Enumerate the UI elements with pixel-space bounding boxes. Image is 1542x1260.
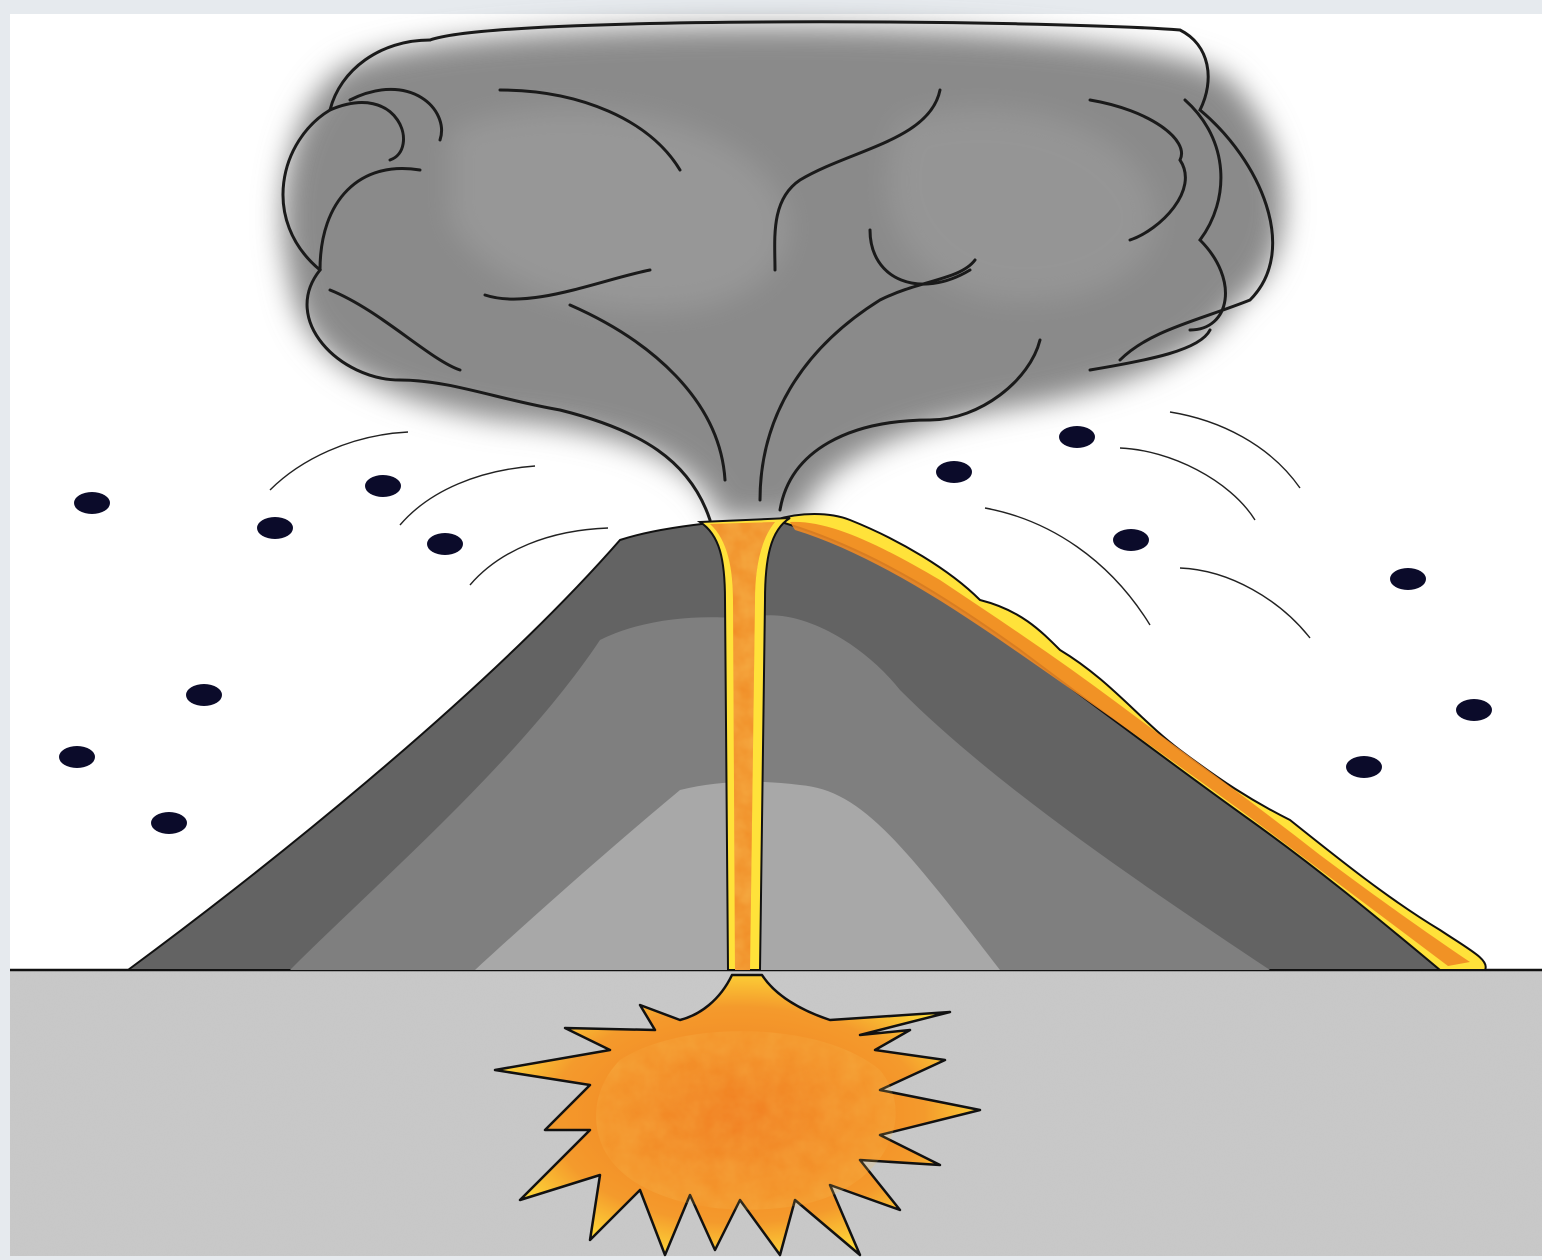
volcanic-bomb-icon bbox=[151, 812, 187, 834]
volcanic-bomb-icon bbox=[1059, 426, 1095, 448]
volcanic-bomb-icon bbox=[1456, 699, 1492, 721]
volcanic-bomb-icon bbox=[74, 492, 110, 514]
volcanic-bomb-icon bbox=[936, 461, 972, 483]
volcanic-bomb-icon bbox=[1346, 756, 1382, 778]
volcanic-bomb-icon bbox=[365, 475, 401, 497]
volcanic-bomb-icon bbox=[1390, 568, 1426, 590]
volcanic-bomb-icon bbox=[257, 517, 293, 539]
volcanic-bomb-icon bbox=[59, 746, 95, 768]
volcanic-bomb-icon bbox=[1113, 529, 1149, 551]
volcanic-bomb-icon bbox=[186, 684, 222, 706]
volcanic-bomb-icon bbox=[427, 533, 463, 555]
